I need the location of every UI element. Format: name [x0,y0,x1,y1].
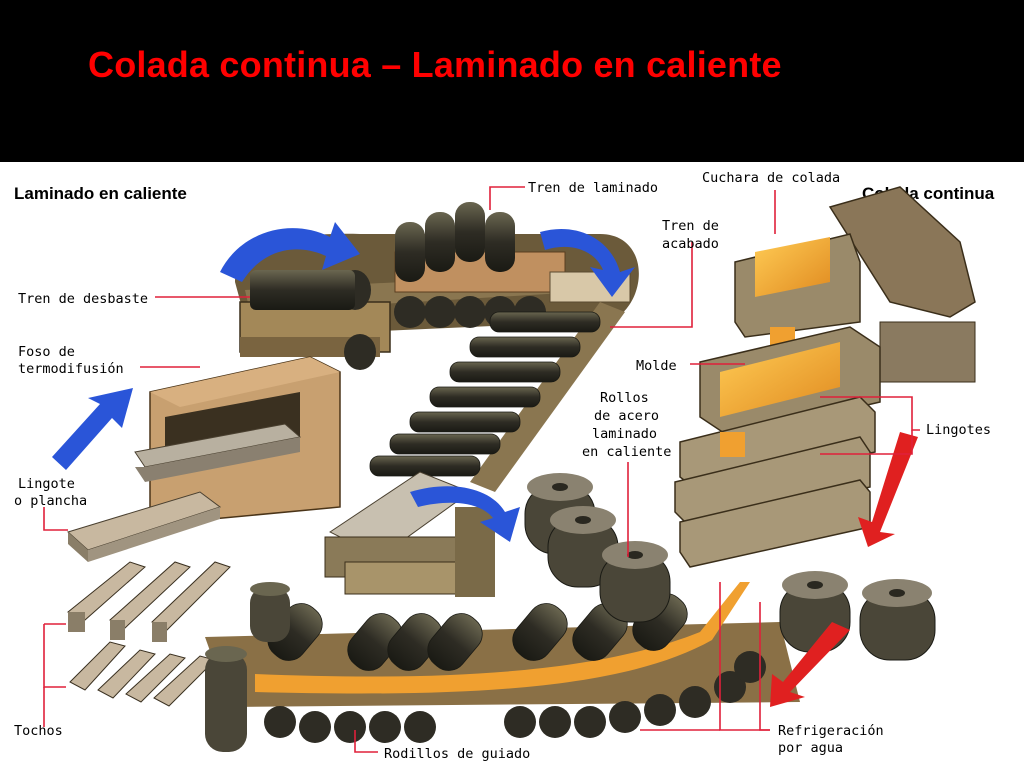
continuous-caster [674,186,976,568]
process-illustration: Laminado en caliente Colada continua [14,170,995,762]
slab-plate [67,491,222,562]
label-tren-acabado-2: acabado [662,236,719,252]
label-rollos-2: de acero [594,408,659,424]
bottom-conveyor [205,582,800,752]
label-foso-2: termodifusión [18,361,124,377]
billets [67,561,231,707]
label-rollos-4: en caliente [582,444,671,460]
label-tren-acabado-1: Tren de [662,218,719,234]
label-cuchara: Cuchara de colada [702,170,840,186]
slide-title: Colada continua – Laminado en caliente [88,44,782,85]
steel-coils [524,473,936,661]
title-bar: Colada continua – Laminado en caliente [0,0,1024,162]
roughing-mill [239,270,391,370]
flow-arrow-blue-icon [52,388,133,470]
flow-arrow-blue-icon [220,222,360,282]
label-foso-1: Foso de [18,344,75,360]
section-title-hot-rolling: Laminado en caliente [14,184,187,203]
label-molde: Molde [636,358,677,374]
diagonal-roller-table [369,302,625,492]
label-tochos: Tochos [14,723,63,739]
label-tren-laminado: Tren de laminado [528,180,658,196]
soaking-pit [134,356,341,523]
label-refrig-1: Refrigeración [778,723,884,739]
leader-lines [43,186,920,753]
label-rollos-1: Rollos [600,390,649,406]
flow-arrow-red-icon [858,432,918,547]
label-refrig-2: por agua [778,740,843,756]
label-rollos-3: laminado [592,426,657,442]
label-lingote-2: o plancha [14,493,87,509]
label-lingotes: Lingotes [926,422,991,438]
rolling-mill-stands [394,202,631,328]
flow-arrows [52,222,918,707]
flow-arrow-blue-icon [540,228,635,297]
diagram-labels: Tren de laminado Cuchara de colada Tren … [14,170,991,762]
process-diagram: Laminado en caliente Colada continua [0,162,1024,768]
flow-arrow-blue-icon [410,486,520,542]
label-lingote-1: Lingote [18,476,75,492]
label-rodillos: Rodillos de guiado [384,746,530,762]
label-tren-desbaste: Tren de desbaste [18,291,148,307]
flow-arrow-red-icon [770,622,850,707]
